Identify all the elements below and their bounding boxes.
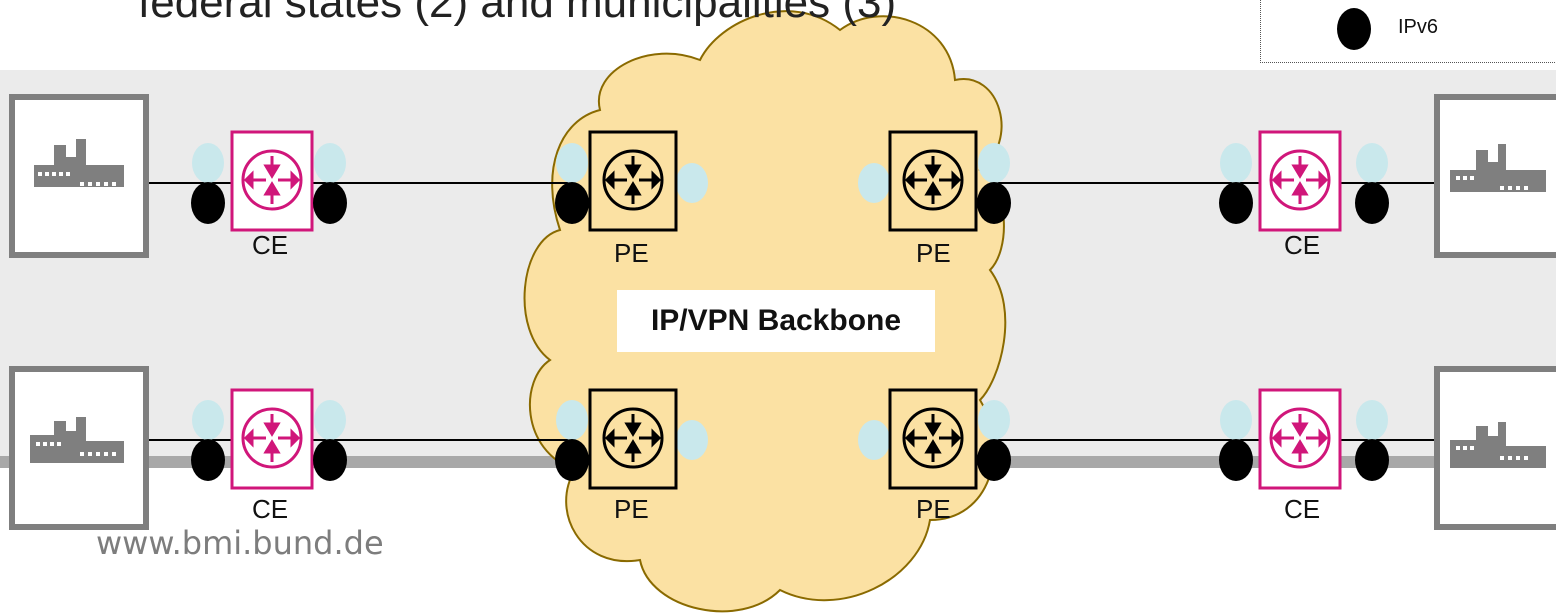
building-icon: [1434, 366, 1556, 530]
ipv6-dot: [555, 182, 589, 224]
ce-label: CE: [1284, 230, 1321, 260]
ipv4-dot: [1220, 143, 1252, 183]
pe-router-top-right: [888, 130, 978, 232]
backbone-label: IP/VPN Backbone: [617, 290, 935, 352]
ipv4-dot: [314, 400, 346, 440]
pe-label: PE: [614, 494, 649, 524]
footer-url: www.bmi.bund.de: [96, 524, 384, 562]
pe-label: PE: [916, 238, 951, 268]
ce-label: CE: [1284, 494, 1321, 524]
ipv6-dot: [313, 182, 347, 224]
ipv4-dot: [1356, 400, 1388, 440]
ipv6-dot: [191, 439, 225, 481]
ipv6-dot: [313, 439, 347, 481]
ipv6-dot: [191, 182, 225, 224]
diagram-title: federal states (2) and municipalities (3…: [138, 0, 897, 27]
ipv4-dot: [978, 400, 1010, 440]
ipv6-dots: [191, 182, 1389, 481]
ce-router-bottom-right: [1258, 388, 1342, 490]
ipv6-dot: [1219, 439, 1253, 481]
ipv6-legend-marker: [1337, 8, 1371, 50]
ce-router-top-right: [1258, 130, 1342, 232]
ipv6-dot: [1355, 439, 1389, 481]
ipv4-dot: [858, 163, 890, 203]
ipv6-dot: [1355, 182, 1389, 224]
building-icon: [1434, 94, 1556, 258]
ipv6-dot: [977, 182, 1011, 224]
ce-label: CE: [252, 494, 289, 524]
building-icon: [9, 366, 149, 530]
pe-router-top-left: [588, 130, 678, 232]
ipv4-dot: [858, 420, 890, 460]
ipv4-dots: [192, 143, 1388, 460]
ipv6-legend-label: IPv6: [1398, 16, 1439, 38]
ipv6-dot: [1219, 182, 1253, 224]
ipv4-dot: [676, 420, 708, 460]
pe-router-bottom-right: [888, 388, 978, 490]
ce-router-top-left: [230, 130, 314, 232]
ipv4-dot: [676, 163, 708, 203]
links: [148, 182, 1435, 441]
ipv4-dot: [978, 143, 1010, 183]
pe-label: PE: [614, 238, 649, 268]
legend: IPv6: [1260, 0, 1556, 63]
pe-label: PE: [916, 494, 951, 524]
ipv4-dot: [1356, 143, 1388, 183]
ipv4-dot: [192, 143, 224, 183]
ipv6-dot: [555, 439, 589, 481]
ce-label: CE: [252, 230, 289, 260]
building-icon: [9, 94, 149, 258]
pe-router-bottom-left: [588, 388, 678, 490]
ipv4-dot: [314, 143, 346, 183]
ipv4-dot: [556, 143, 588, 183]
ce-router-bottom-left: [230, 388, 314, 490]
ipv4-dot: [1220, 400, 1252, 440]
ipv4-dot: [192, 400, 224, 440]
ipv6-dot: [977, 439, 1011, 481]
ipv4-dot: [556, 400, 588, 440]
